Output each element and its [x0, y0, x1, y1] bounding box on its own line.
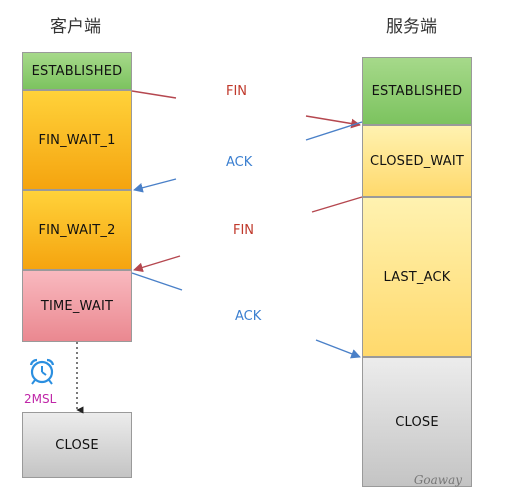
ack-label-1: ACK [226, 155, 253, 170]
server-heading: 服务端 [386, 17, 437, 37]
ack-arrow-2-head [315, 339, 361, 359]
alarm-clock-icon [29, 358, 55, 385]
client-state-established: ESTABLISHED [22, 52, 132, 90]
client-heading: 客户端 [50, 17, 101, 37]
server-state-established: ESTABLISHED [362, 57, 472, 125]
ack-arrow-1-tail [305, 121, 363, 141]
fin-arrow-1-head [305, 115, 361, 129]
fin-arrow-2-tail [311, 196, 363, 213]
fin-arrow-2-head [133, 255, 181, 273]
ack-arrow-2-tail [131, 272, 183, 291]
ack-label-2: ACK [235, 309, 262, 324]
watermark: Goaway [413, 473, 462, 487]
fin-label-1: FIN [226, 84, 248, 99]
fin-arrow-1-tail [131, 90, 177, 99]
client-state-time-wait: TIME_WAIT [22, 270, 132, 342]
ack-arrow-1-head [133, 178, 177, 193]
client-state-fin-wait-1: FIN_WAIT_1 [22, 90, 132, 190]
two-msl-label: 2MSL [24, 392, 57, 406]
server-state-close: CLOSE [362, 357, 472, 487]
server-state-last-ack: LAST_ACK [362, 197, 472, 357]
fin-label-2: FIN [233, 223, 255, 238]
server-state-closed-wait: CLOSED_WAIT [362, 125, 472, 197]
client-state-fin-wait-2: FIN_WAIT_2 [22, 190, 132, 270]
